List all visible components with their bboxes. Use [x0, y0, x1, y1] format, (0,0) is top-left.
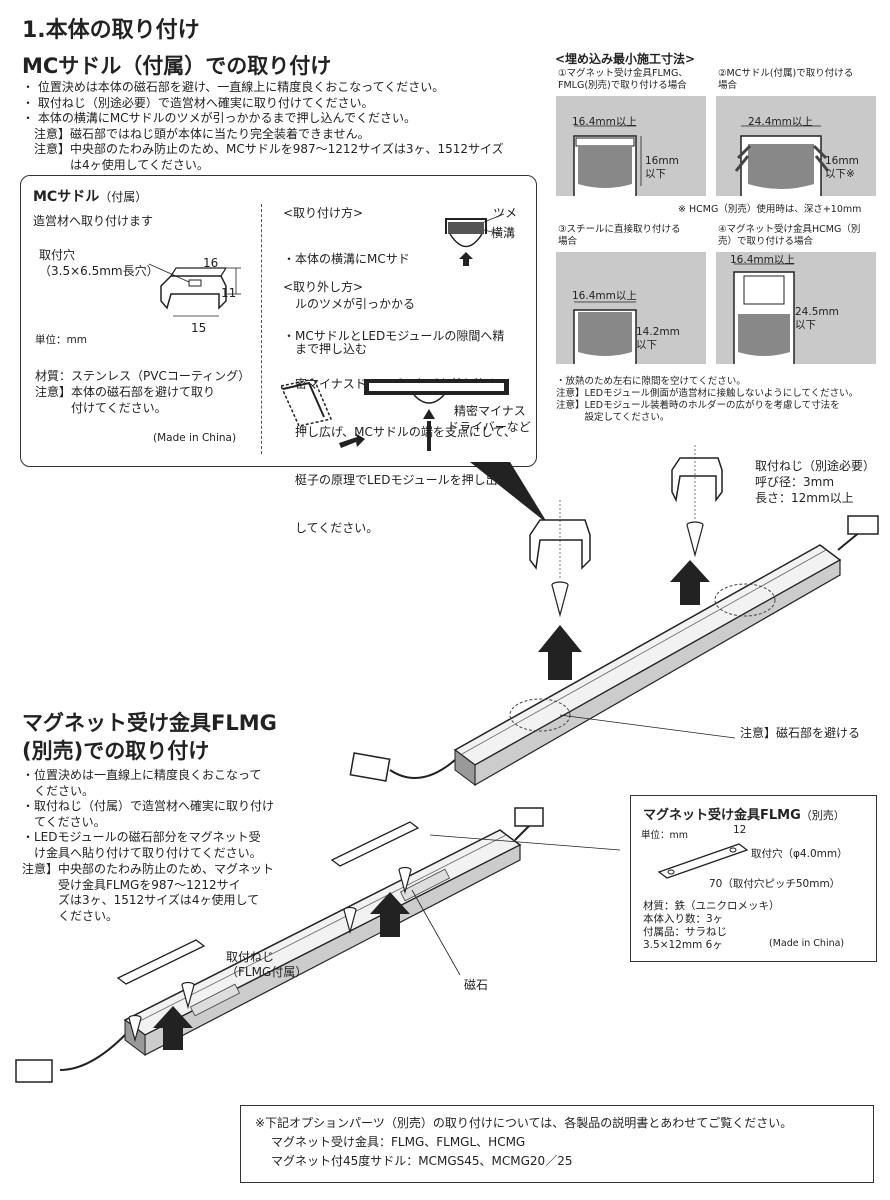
mc-note: ・ 本体の横溝にMCサドルのツメが引っかかるまで押し込んでください。: [22, 111, 416, 125]
mc-note: 注意】中央部のたわみ防止のため、MCサドルを987～1212サイズは3ヶ、151…: [22, 142, 504, 156]
options-line: マグネット受け金具：FLMG、FLMGL、HCMG: [271, 1135, 526, 1149]
dim-12: 12: [733, 824, 747, 836]
driver-label: ドライバーなど: [447, 420, 531, 434]
mc-note: 注意】磁石部ではねじ頭が本体に当たり完全装着できません。: [22, 126, 370, 141]
hole-size: （3.5×6.5mm長穴）: [39, 264, 159, 278]
mc-note: ・ 取付ねじ（別途必要）で造営材へ確実に取り付けてください。: [22, 95, 374, 110]
embed-diagram-3: [556, 252, 706, 364]
unit-label: 単位：mm: [35, 334, 87, 346]
led-bar-upper: [453, 544, 842, 787]
yokomizo-label: 横溝: [491, 226, 516, 240]
d3-caption: ③スチールに直接取り付ける場合: [558, 224, 681, 247]
d2-caption: ②MCサドル(付属)で取り付ける場合: [718, 68, 854, 91]
d4-caption: ④マグネット受け金具HCMG（別売）で取り付ける場合: [718, 224, 861, 247]
mc-notes: ・ 位置決めは本体の磁石部を避け、一直線上に精度良くおこなってください。 ・ 取…: [22, 80, 504, 173]
hole-label: 取付穴: [39, 248, 76, 262]
mc-box-subtitle: 造営材へ取り付けます: [33, 214, 154, 228]
tsume-label: ツメ: [493, 206, 518, 220]
flmg-specs: 材質：鉄（ユニクロメッキ） 本体入り数：3ヶ 付属品：サラねじ 3.5×12mm…: [643, 900, 780, 951]
embed-diagram-1: [556, 96, 706, 196]
driver-label: 精密マイナス: [454, 404, 526, 418]
mc-saddle-drawing: [148, 263, 241, 317]
caution: 注意】本体の磁石部を避けて取り: [35, 385, 216, 399]
mc-note: ・ 位置決めは本体の磁石部を避け、一直線上に精度良くおこなってください。: [22, 80, 445, 94]
dim-16: 16: [203, 256, 219, 270]
magnet-caution: 注意】磁石部を避ける: [740, 726, 861, 740]
remove-title: <取り外し方>: [283, 280, 364, 294]
d1-caption: ①マグネット受け金具FLMG、FMLG(別売)で取り付ける場合: [558, 68, 688, 91]
origin: (Made in China): [153, 432, 237, 444]
flmg-plate-drawing: [657, 843, 749, 879]
embed-diagram-4: [716, 252, 876, 364]
flmg-caution: 注意】中央部のたわみ防止のため、マグネット 受け金具FLMGを987～1212サ…: [22, 862, 275, 923]
callout-pointer: [470, 462, 548, 524]
d1-width: 16.4mm以上: [572, 116, 637, 128]
screw-spec: 取付ねじ（別途必要） 呼び径：3mm 長さ：12mm以上: [755, 459, 876, 505]
remove-drawing: [279, 378, 509, 451]
flmg-heading: マグネット受け金具FLMG: [22, 711, 277, 735]
mc-note: は4ヶ使用してください。: [22, 157, 209, 172]
d4-width: 16.4mm以上: [730, 254, 795, 266]
magnet-label: 磁石: [464, 978, 489, 992]
mc-heading: MCサドル（付属）での取り付け: [22, 54, 332, 78]
section-title: 1.本体の取り付け: [22, 18, 200, 43]
attach-drawing: [445, 213, 505, 266]
dim-11: 11: [221, 286, 237, 300]
divider: [261, 204, 262, 454]
material: 材質：ステンレス（PVCコーティング）: [35, 369, 251, 383]
options-line: マグネット付45度サドル：MCMGS45、MCMG20／25: [271, 1154, 573, 1168]
flmg-spec-box: マグネット受け金具FLMG（別売） 単位：mm 12 取付穴（φ4.0mm） 7…: [630, 795, 877, 962]
hole-spec: 取付穴（φ4.0mm）: [751, 848, 848, 860]
d3-width: 16.4mm以上: [572, 290, 637, 302]
assembly-illustration: [15, 445, 879, 1083]
caution: 付けてください。: [35, 401, 167, 415]
length-spec: 70（取付穴ピッチ50mm）: [709, 878, 841, 890]
mc-saddle-box: MCサドル（付属） 造営材へ取り付けます 取付穴 （3.5×6.5mm長穴） 1…: [20, 175, 537, 535]
dim-15: 15: [191, 321, 207, 335]
options-box: ※下記オプションパーツ（別売）の取り付けについては、各製品の説明書とあわせてご覧…: [240, 1105, 874, 1183]
flmg-heading: (別売)での取り付け: [22, 739, 210, 763]
mc-box-title: MCサドル（付属）: [33, 189, 148, 205]
unit-label: 単位：mm: [641, 830, 689, 841]
options-line: ※下記オプションパーツ（別売）の取り付けについては、各製品の説明書とあわせてご覧…: [255, 1116, 793, 1130]
flmg-screw-label: 取付ねじ （FLMG付属）: [226, 950, 308, 979]
remove-steps: ・MCサドルとLEDモジュールの隙間へ精 密マイナスドライバーなどを差し込んで …: [283, 329, 516, 535]
hcmg-note: ※ HCMG（別売）使用時は、深さ+10mm: [678, 204, 862, 215]
d2-width: 24.4mm以上: [748, 116, 813, 128]
flmg-box-title: マグネット受け金具FLMG（別売）: [643, 808, 845, 823]
attach-steps: ・本体の横溝にMCサド ルのツメが引っかかる まで押し込む: [283, 252, 416, 356]
embed-title: <埋め込み最小施工寸法>: [555, 52, 696, 66]
flmg-notes: ・位置決めは一直線上に精度良くおこなって ください。 ・取付ねじ（付属）で造営材…: [22, 768, 275, 860]
attach-title: <取り付け方>: [283, 206, 364, 220]
origin: (Made in China): [769, 938, 845, 949]
embed-notes: ・放熱のため左右に隙間を空けてください。 注意】LEDモジュール側面が造営材に接…: [556, 376, 859, 423]
embed-diagram-2: [716, 96, 876, 196]
